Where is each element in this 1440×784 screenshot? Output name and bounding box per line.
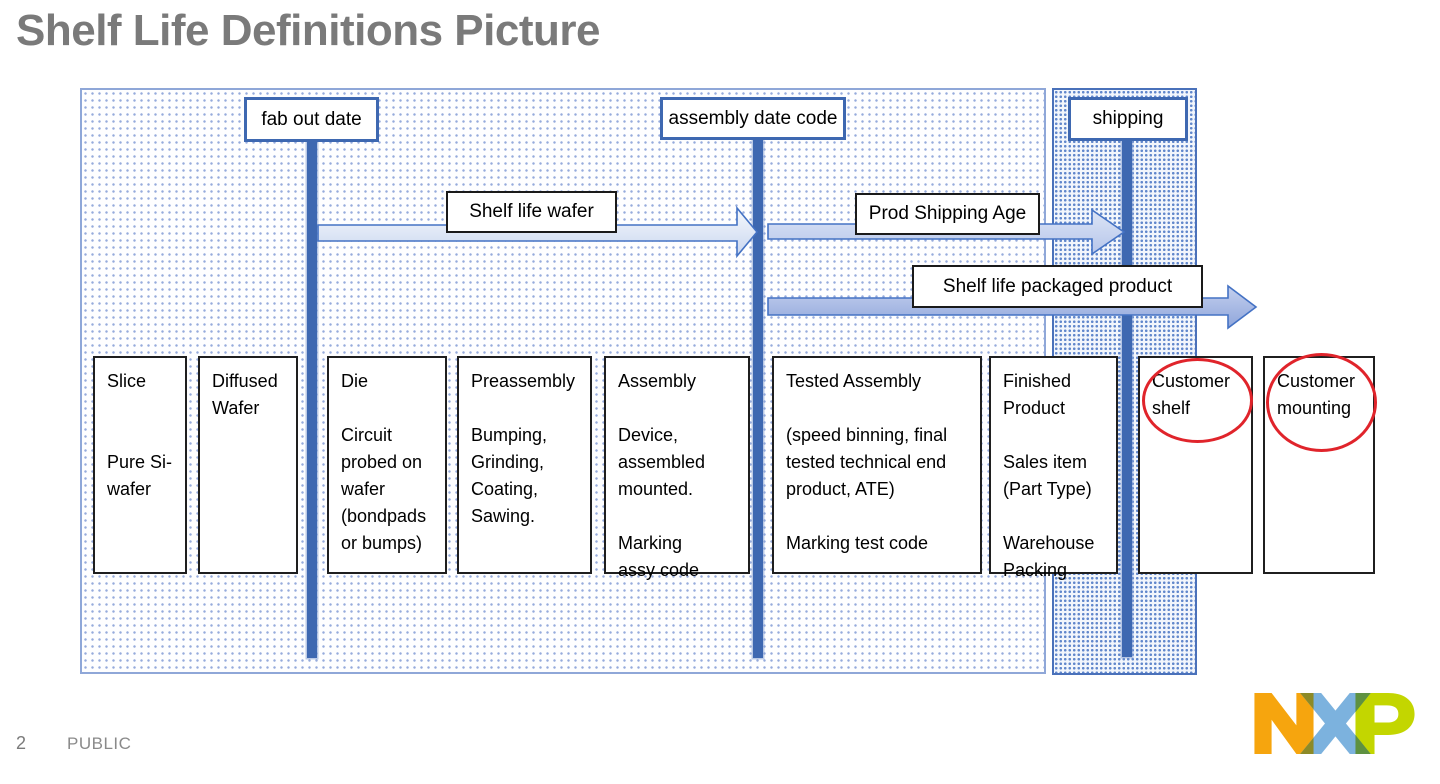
arrow-label: Shelf life packaged product [942, 275, 1173, 297]
milestone-label: fab out date [261, 108, 362, 130]
stage-preassembly: Preassembly Bumping, Grinding, Coating, … [457, 356, 592, 574]
logo-green-top [1355, 693, 1371, 713]
logo-x-bar2 [1300, 693, 1371, 754]
arrow-label: Prod Shipping Age [868, 203, 1027, 224]
stage-finished-product: Finished Product Sales item (Part Type) … [989, 356, 1118, 580]
arrow-label-prod-shipping-age: Prod Shipping Age [855, 193, 1040, 235]
classification-label: PUBLIC [67, 734, 132, 753]
logo-olive-top [1300, 693, 1314, 710]
milestone-shipping: shipping [1068, 97, 1188, 141]
milestone-label: assembly date code [668, 107, 838, 129]
customer-mounting-annotation-circle [1266, 353, 1377, 452]
logo-n [1254, 693, 1314, 754]
logo-p [1355, 693, 1415, 754]
customer-shelf-annotation-circle [1142, 358, 1253, 443]
stage-tested-assembly: Tested Assembly (speed binning, final te… [772, 356, 982, 574]
logo-olive-bottom [1300, 737, 1314, 754]
stage-slice: Slice Pure Si- wafer [93, 356, 187, 574]
fab-out-date-line [307, 140, 317, 658]
stage-diffused-wafer: Diffused Wafer [198, 356, 298, 574]
arrow-label-shelf-life-wafer: Shelf life wafer [446, 191, 617, 233]
assembly-date-code-line [753, 140, 763, 658]
stage-die: Die Circuit probed on wafer (bondpads or… [327, 356, 447, 574]
logo-green-bottom [1355, 734, 1371, 754]
arrow-label-shelf-life-packaged-product: Shelf life packaged product [912, 265, 1203, 308]
page-number: 2 [16, 733, 27, 753]
milestone-label: shipping [1092, 108, 1164, 129]
nxp-logo [1254, 693, 1415, 754]
shipping-line [1122, 141, 1132, 657]
page-title: Shelf Life Definitions Picture [16, 6, 600, 55]
stage-assembly: Assembly Device, assembled mounted. Mark… [604, 356, 750, 580]
milestone-assembly-date-code: assembly date code [660, 97, 846, 140]
milestone-fab-out-date: fab out date [244, 97, 379, 142]
arrow-label: Shelf life wafer [469, 201, 594, 222]
